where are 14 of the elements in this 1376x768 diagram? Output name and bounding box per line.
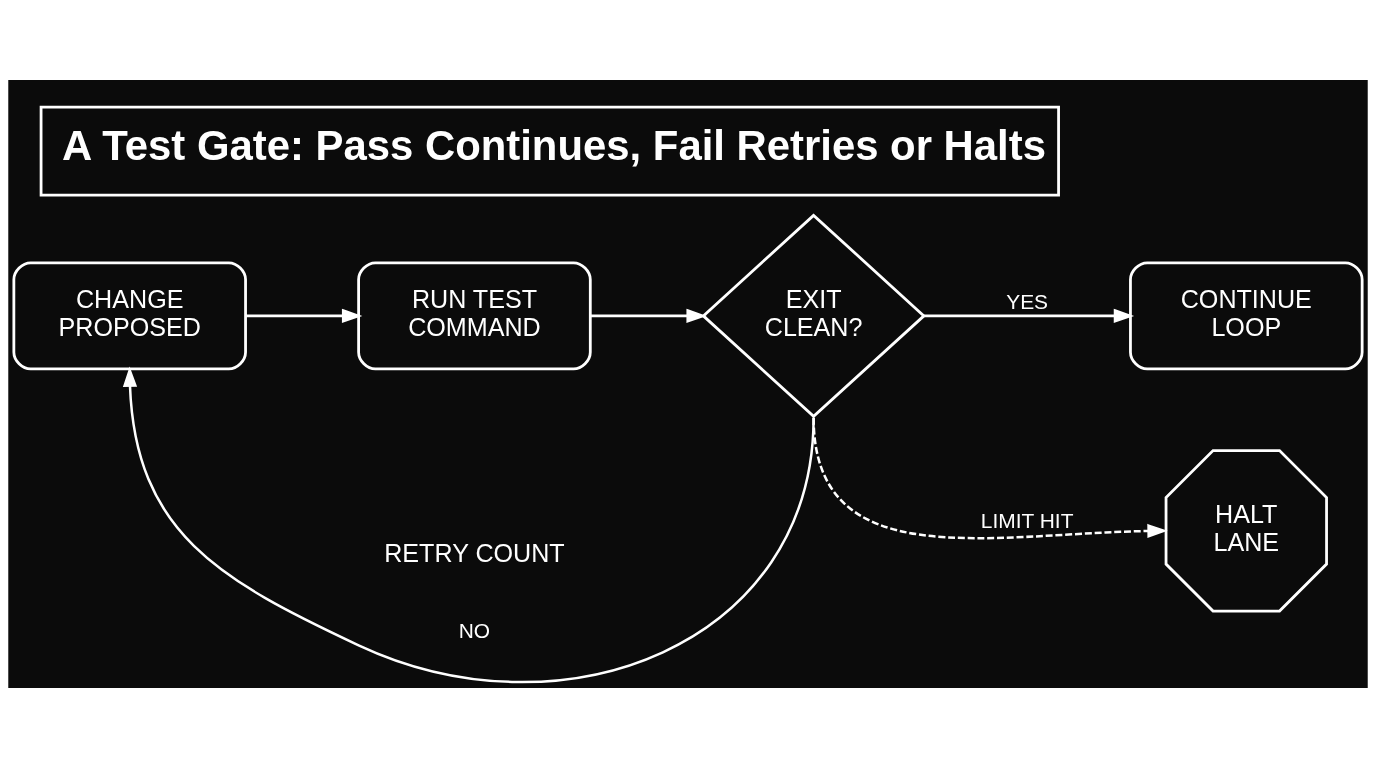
edge-label: LIMIT HIT (980, 509, 1074, 533)
arrow (245, 308, 363, 323)
node-box: RUN TEST COMMAND (357, 261, 592, 371)
node-diamond: EXIT CLEAN? (701, 213, 926, 419)
label: RETRY COUNT (384, 539, 565, 568)
edge-label: NO (458, 619, 491, 643)
arrow (122, 366, 815, 684)
diagram-title: A Test Gate: Pass Continues, Fail Retries or Halts (62, 122, 1046, 170)
arrow (924, 308, 1135, 323)
arrow (812, 417, 1168, 540)
node-box: CHANGE PROPOSED (12, 261, 247, 371)
arrow (590, 308, 707, 323)
edge-label: YES (1006, 289, 1049, 313)
node-box: CONTINUE LOOP (1129, 261, 1364, 371)
